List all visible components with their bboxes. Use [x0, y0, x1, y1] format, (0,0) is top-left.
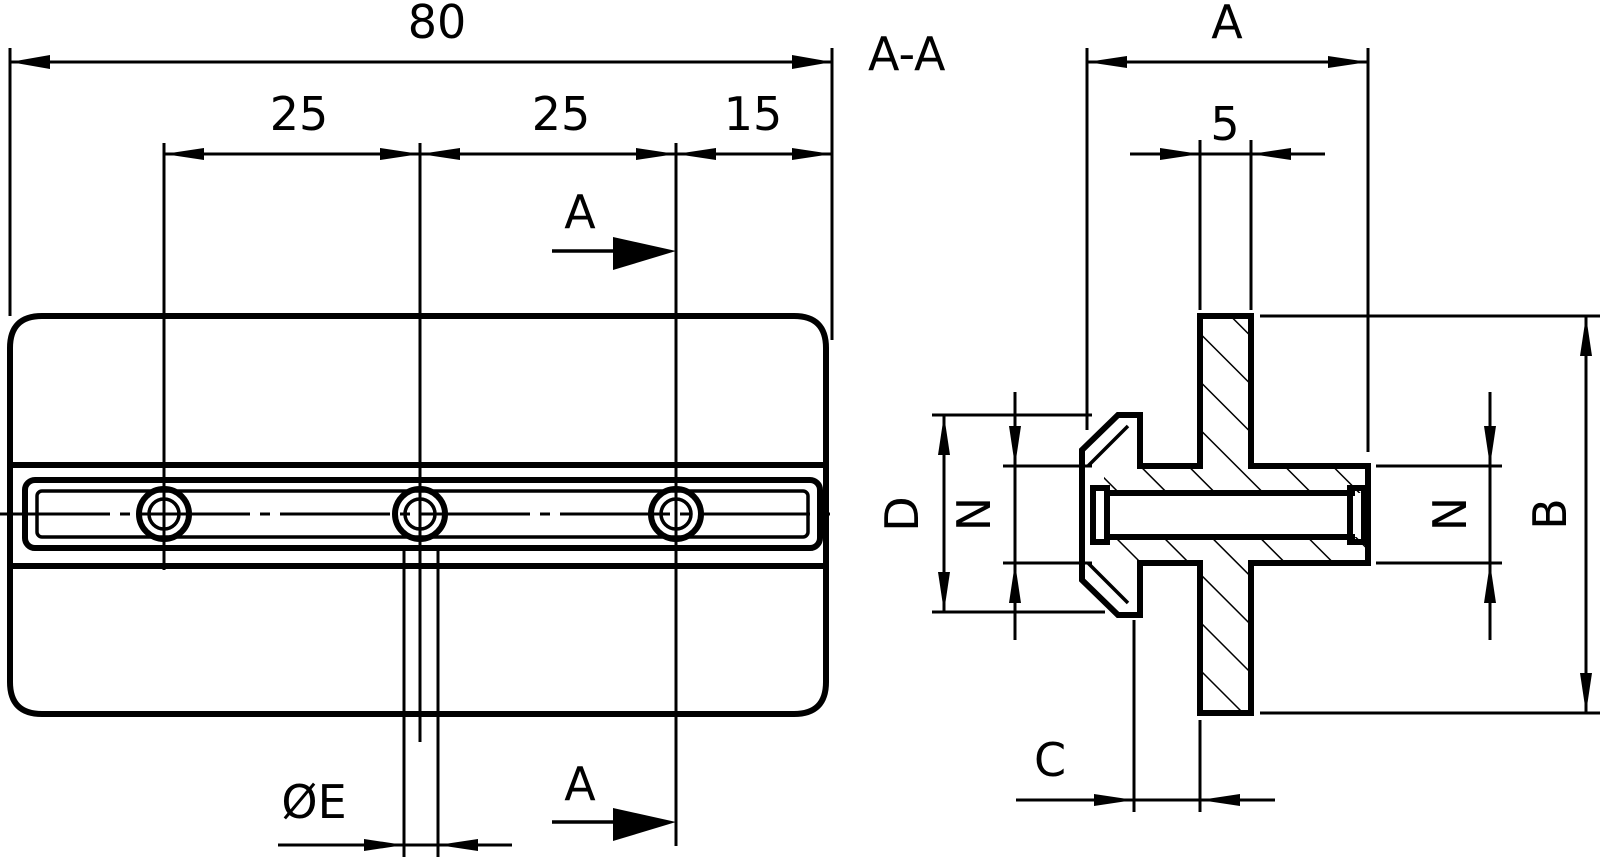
- dim-offset: C: [1016, 733, 1275, 806]
- dim-15-label: 15: [724, 87, 783, 141]
- front-view: [0, 48, 836, 857]
- bolt-head: [1090, 485, 1110, 545]
- section-profile-outline: [1079, 313, 1371, 716]
- dim-slot-width-left: N: [947, 392, 1021, 640]
- dim-plate-thickness: 5: [1130, 97, 1325, 160]
- bolt-nut: [1347, 485, 1367, 545]
- dim-5-label: 5: [1210, 97, 1239, 151]
- dim-hole-diameter: ØE: [278, 775, 512, 851]
- dim-diameter-label: ØE: [281, 775, 346, 829]
- front-body-outline: [7, 313, 829, 717]
- dim-n-right-label: N: [1423, 497, 1477, 531]
- section-view: [1079, 313, 1371, 716]
- section-mark-bottom: A: [564, 757, 596, 811]
- dim-c-label: C: [1034, 733, 1066, 787]
- dim-80-label: 80: [408, 0, 467, 49]
- dim-25-label-2: 25: [532, 87, 591, 141]
- flange-chamfer-inner: [1086, 424, 1130, 605]
- dim-n-left-label: N: [947, 497, 1001, 531]
- section-extension-lines: [932, 48, 1600, 812]
- dim-overall-width: 80: [10, 0, 832, 69]
- dim-b-label: B: [1523, 498, 1577, 530]
- section-arrow-top: A: [552, 185, 676, 270]
- dim-side-width: A: [1087, 0, 1368, 68]
- section-mark-top: A: [564, 185, 596, 239]
- dim-25-label-1: 25: [270, 87, 329, 141]
- dim-hole-pitch: 25 25 15: [164, 87, 832, 160]
- bolt-channel: [1098, 493, 1361, 537]
- section-arrow-bottom: A: [552, 757, 676, 841]
- dim-flange-height: D: [875, 415, 950, 612]
- dim-a-label: A: [1211, 0, 1243, 49]
- plate-section-lower: [1200, 563, 1251, 713]
- dim-d-label: D: [875, 496, 929, 531]
- dim-overall-height: B: [1523, 316, 1592, 713]
- plate-section-upper: [1200, 316, 1251, 466]
- section-title: A-A: [868, 27, 946, 81]
- dim-slot-width-right: N: [1423, 392, 1496, 640]
